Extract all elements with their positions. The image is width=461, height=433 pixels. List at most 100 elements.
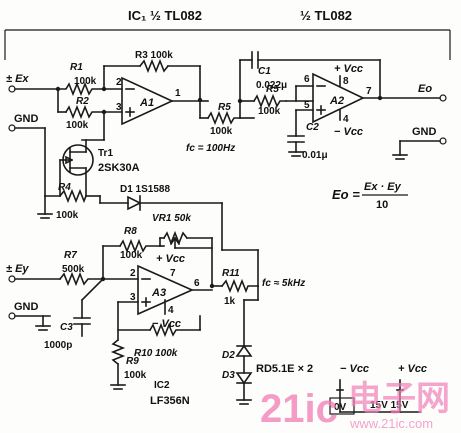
label-r1-val: 100k bbox=[74, 76, 97, 87]
ic1-title: IC₁ ½ TL082 bbox=[128, 8, 202, 23]
label-r5b-val: 100k bbox=[258, 106, 281, 117]
label-supply-15v: 15V 15V bbox=[370, 400, 409, 411]
label-r4-val: 100k bbox=[56, 210, 79, 221]
label-gnd-bottom: GND bbox=[14, 301, 39, 313]
diode-d1 bbox=[127, 195, 142, 211]
label-formula-lhs: Eo = bbox=[332, 187, 360, 202]
label-gnd-top: GND bbox=[14, 113, 39, 125]
label-c1: C1 bbox=[258, 66, 271, 77]
label-r7-val: 500k bbox=[62, 264, 85, 275]
terminal-ey bbox=[8, 275, 16, 283]
resistor-r5b bbox=[252, 93, 287, 109]
label-r2-val: 100k bbox=[66, 120, 89, 131]
resistor-r11 bbox=[220, 278, 259, 294]
opamp-a2 bbox=[312, 72, 365, 124]
label-r8: R8 bbox=[124, 226, 137, 237]
terminal-ex bbox=[8, 85, 16, 93]
label-rd: RD5.1E × 2 bbox=[256, 363, 313, 375]
terminal-gnd-right bbox=[439, 137, 447, 145]
pin-a3-7: 7 bbox=[170, 268, 176, 279]
label-a3: A3 bbox=[151, 287, 166, 299]
watermark-url: www.21ic.com bbox=[349, 416, 433, 431]
label-r8-val: 100k bbox=[120, 250, 143, 261]
label-r9: R9 bbox=[126, 356, 139, 367]
label-a1: A1 bbox=[139, 97, 154, 109]
label-r2: R2 bbox=[76, 96, 89, 107]
label-supply-plus: + Vcc bbox=[398, 363, 427, 375]
label-c3-val: 1000p bbox=[44, 340, 72, 351]
label-r4: R4 bbox=[58, 182, 71, 193]
label-d1: D1 1S1588 bbox=[120, 184, 170, 195]
half-tl082-title: ½ TL082 bbox=[300, 8, 352, 23]
label-fc2: fc ≈ 5kHz bbox=[262, 278, 305, 289]
label-r9-val: 100k bbox=[124, 370, 147, 381]
watermark-brand1: 21ic bbox=[260, 387, 338, 431]
label-vcc-plus-a2: + Vcc bbox=[334, 63, 363, 75]
pin-a2-4: 4 bbox=[343, 114, 349, 125]
resistor-r4 bbox=[58, 188, 88, 204]
label-out-eo: Eo bbox=[418, 83, 432, 95]
zener-d2 bbox=[235, 344, 253, 357]
label-r5a-val: 100k bbox=[210, 126, 233, 137]
label-tr1: Tr1 bbox=[98, 148, 113, 159]
terminal-gnd-bottom bbox=[8, 312, 16, 320]
label-ic2-val: LF356N bbox=[150, 395, 190, 407]
label-r1: R1 bbox=[70, 62, 83, 73]
pin-a1-3: 3 bbox=[116, 102, 122, 113]
label-c1-val: 0.022μ bbox=[256, 80, 287, 91]
resistor-r5a bbox=[206, 110, 241, 126]
resistor-r8 bbox=[118, 238, 161, 254]
label-vcc-minus-a3: − Vcc bbox=[152, 318, 181, 330]
label-gnd-right: GND bbox=[412, 126, 437, 138]
label-supply-minus: − Vcc bbox=[340, 363, 369, 375]
label-in-ey: ± Ey bbox=[6, 263, 29, 275]
label-formula-den: 10 bbox=[376, 199, 388, 211]
label-vcc-minus-a2: − Vcc bbox=[334, 126, 363, 138]
watermark-brand2: 电子网 bbox=[348, 380, 450, 418]
label-c3: C3 bbox=[60, 322, 73, 333]
label-r3: R3 100k bbox=[135, 50, 173, 61]
label-vcc-plus-a3: + Vcc bbox=[156, 253, 185, 265]
label-r5a: R5 bbox=[218, 102, 231, 113]
resistor-r9 bbox=[110, 338, 126, 366]
label-r11-val: 1k bbox=[224, 296, 236, 307]
label-d2: D2 bbox=[222, 350, 235, 361]
label-r7: R7 bbox=[64, 250, 77, 261]
zener-d3 bbox=[235, 372, 253, 385]
label-tr1-val: 2SK30A bbox=[98, 162, 140, 174]
pin-a2-7: 7 bbox=[366, 86, 372, 97]
resistor-r2 bbox=[64, 104, 105, 120]
label-r10: R10 100k bbox=[134, 348, 178, 359]
pin-a1-1: 1 bbox=[175, 88, 181, 99]
pin-a3-2: 2 bbox=[130, 268, 136, 279]
label-r5b: R5 bbox=[266, 84, 279, 95]
label-ic2: IC2 bbox=[154, 380, 170, 391]
label-a2: A2 bbox=[329, 95, 344, 107]
resistor-r3 bbox=[138, 58, 170, 74]
resistor-r10 bbox=[148, 322, 201, 338]
label-fc1: fc = 100Hz bbox=[186, 143, 235, 154]
label-in-ex: ± Ex bbox=[6, 73, 29, 85]
pin-a3-3: 3 bbox=[130, 292, 136, 303]
label-c2-val: 0.01μ bbox=[302, 150, 328, 161]
label-formula-num: Ex · Ey bbox=[364, 181, 402, 193]
label-d3: D3 bbox=[222, 370, 235, 381]
pin-a3-4: 4 bbox=[168, 305, 174, 316]
pin-a1-2: 2 bbox=[116, 77, 122, 88]
resistor-r7 bbox=[58, 271, 104, 287]
label-vr1: VR1 50k bbox=[152, 213, 191, 224]
pin-a2-5: 5 bbox=[304, 100, 310, 111]
label-supply-0v: 0V bbox=[334, 402, 347, 413]
label-c2: C2 bbox=[306, 122, 319, 133]
potentiometer-vr1 bbox=[162, 230, 189, 246]
pin-a2-6: 6 bbox=[304, 74, 310, 85]
terminal-gnd-top bbox=[8, 124, 16, 132]
pin-a3-6: 6 bbox=[194, 278, 200, 289]
resistor-r1 bbox=[57, 81, 105, 97]
pin-a2-8: 8 bbox=[343, 76, 349, 87]
opamp-a1 bbox=[121, 76, 174, 126]
supply-0v-box bbox=[329, 397, 355, 415]
label-r11: R11 bbox=[222, 268, 240, 279]
